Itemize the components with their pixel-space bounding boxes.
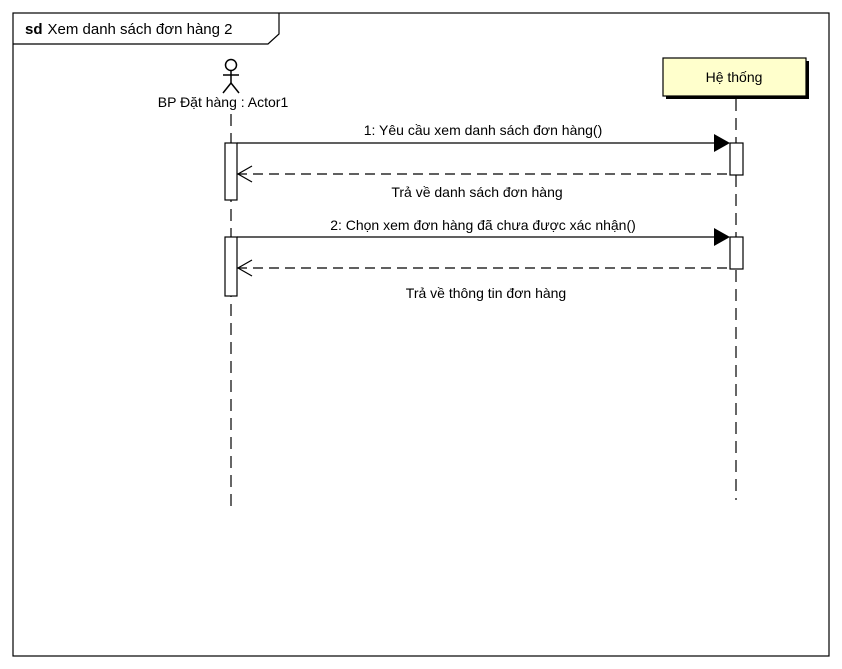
message-1[interactable]: 1: Yêu cầu xem danh sách đơn hàng()	[237, 122, 730, 152]
frame-title: Xem danh sách đơn hàng 2	[48, 21, 233, 38]
message-2-label: Trả về danh sách đơn hàng	[391, 184, 562, 200]
diagram-frame	[12, 12, 830, 657]
actor-label: BP Đặt hàng : Actor1	[158, 94, 289, 110]
system-activation-2	[729, 236, 744, 270]
message-1-arrowhead	[714, 134, 730, 152]
frame-keyword: sd	[25, 21, 43, 38]
system-label: Hệ thống	[706, 69, 763, 85]
message-4-arrowhead	[236, 259, 253, 277]
frame-label: sd Xem danh sách đơn hàng 2	[25, 21, 232, 38]
message-3[interactable]: 2: Chọn xem đơn hàng đã chưa được xác nh…	[237, 217, 730, 246]
message-3-label: 2: Chọn xem đơn hàng đã chưa được xác nh…	[330, 217, 636, 233]
actor-activation-1	[224, 142, 238, 201]
message-1-label: 1: Yêu cầu xem danh sách đơn hàng()	[364, 122, 603, 138]
actor-activation-2	[224, 236, 238, 297]
system-activation-1	[729, 142, 744, 176]
message-3-arrowhead	[714, 228, 730, 246]
message-2-arrowhead	[236, 165, 253, 183]
message-2[interactable]: Trả về danh sách đơn hàng	[236, 165, 730, 200]
system-box[interactable]	[662, 57, 807, 97]
message-4-label: Trả về thông tin đơn hàng	[406, 285, 566, 301]
frame-tab	[13, 13, 280, 45]
message-4[interactable]: Trả về thông tin đơn hàng	[236, 259, 730, 301]
actor-icon[interactable]	[222, 58, 240, 94]
